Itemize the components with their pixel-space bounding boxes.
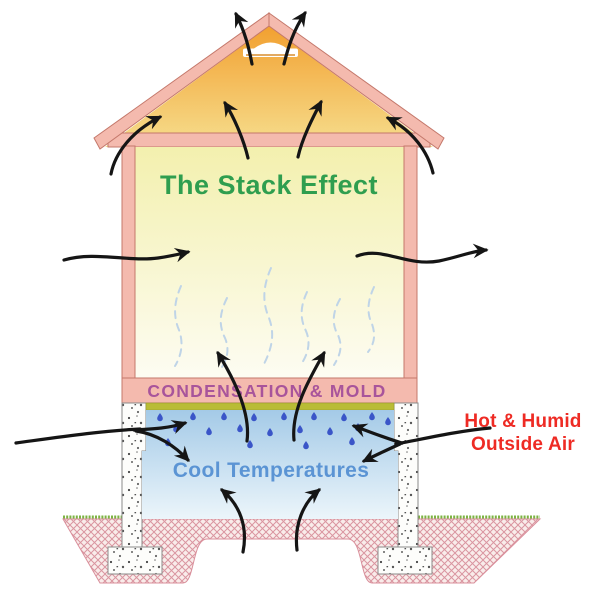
arrow-ridge-right bbox=[282, 10, 307, 66]
footing-left bbox=[107, 546, 163, 575]
arrow-floor-left bbox=[216, 350, 250, 443]
page-title: The Stack Effect bbox=[160, 170, 378, 200]
arrow-wall-left-in bbox=[62, 247, 191, 263]
wall-left bbox=[121, 145, 136, 404]
crawlspace bbox=[142, 410, 398, 519]
ceiling-band bbox=[107, 132, 431, 148]
arrow-crawl-entry-right-up bbox=[351, 423, 404, 445]
arrow-wall-right-out bbox=[355, 243, 489, 264]
arrow-eave-right bbox=[385, 116, 435, 175]
arrow-crawl-entry-right-down bbox=[361, 442, 402, 463]
arrow-ground-right bbox=[294, 488, 321, 552]
arrow-crawl-entry-left-up bbox=[132, 420, 188, 435]
arrow-crawl-entry-left-line bbox=[14, 427, 142, 445]
arrow-floor-right bbox=[292, 350, 326, 442]
attic-interior bbox=[105, 26, 433, 147]
wall-right bbox=[403, 145, 418, 404]
arrow-crawl-entry-left-down bbox=[134, 429, 190, 462]
arrow-attic-left bbox=[223, 100, 250, 160]
moisture-waves bbox=[174, 267, 376, 371]
footing-right bbox=[377, 546, 433, 575]
svg-text:Outside Air: Outside Air bbox=[471, 434, 575, 455]
arrow-crawl-entry-right-line bbox=[394, 426, 492, 446]
cool-temperatures-label: Cool Temperatures bbox=[173, 459, 370, 482]
arrow-attic-right bbox=[296, 99, 323, 159]
condensation-mold-label: CONDENSATION & MOLD bbox=[147, 381, 386, 401]
hot-humid-outside-air-label: Hot & Humid Outside Air bbox=[464, 411, 581, 455]
arrow-eave-left bbox=[109, 115, 163, 176]
airflow-arrows bbox=[14, 10, 492, 554]
roof-right bbox=[268, 12, 445, 150]
room-interior bbox=[135, 147, 404, 378]
mold-strip bbox=[145, 402, 395, 411]
svg-text:Hot & Humid: Hot & Humid bbox=[464, 411, 581, 432]
arrow-ground-left bbox=[220, 488, 247, 554]
arrow-ridge-left bbox=[234, 11, 254, 66]
ridge-vent-icon bbox=[243, 42, 298, 57]
